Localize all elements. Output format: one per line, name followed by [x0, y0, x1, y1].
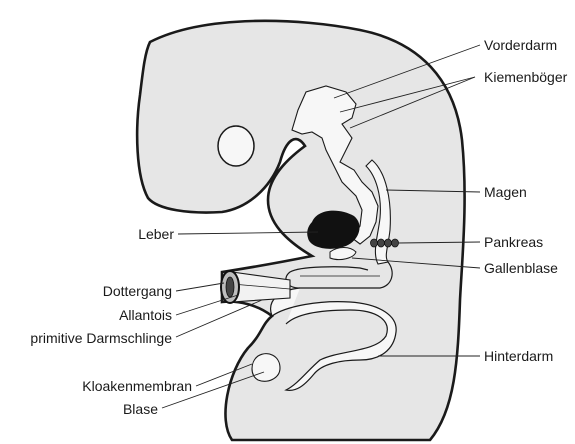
bladder [252, 354, 280, 382]
label-kloakenmembran: Kloakenmembran [82, 378, 192, 394]
leader-darmschlinge [176, 300, 262, 337]
label-hinterdarm: Hinterdarm [484, 348, 553, 364]
label-pankreas: Pankreas [484, 234, 543, 250]
leader-dottergang [176, 283, 224, 291]
label-kiemenboegen: Kiemenböger [484, 69, 568, 85]
label-gallenblase: Gallenblase [484, 260, 558, 276]
label-leber: Leber [138, 226, 174, 242]
label-vorderdarm: Vorderdarm [484, 37, 557, 53]
leader-allantois [176, 295, 238, 315]
label-blase: Blase [123, 401, 158, 417]
label-magen: Magen [484, 184, 527, 200]
label-darmschlinge: primitive Darmschlinge [30, 330, 172, 346]
label-dottergang: Dottergang [103, 283, 172, 299]
optic-vesicle [218, 126, 254, 166]
label-allantois: Allantois [119, 307, 172, 323]
